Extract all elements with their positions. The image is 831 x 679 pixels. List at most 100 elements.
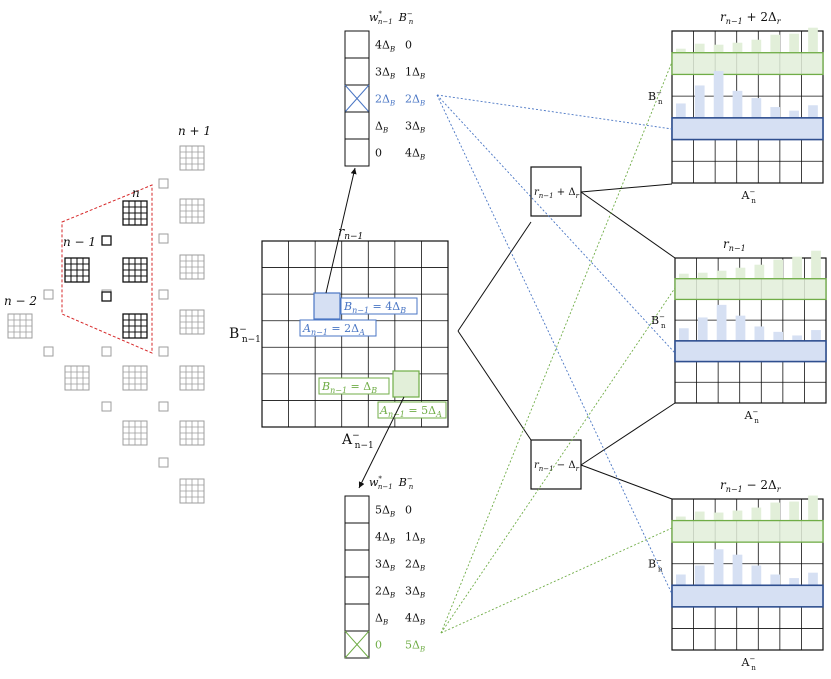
result-grid-title: rn−1 + 2Δr bbox=[720, 10, 782, 26]
green-row bbox=[671, 519, 824, 543]
label-n: n bbox=[132, 186, 140, 200]
blue-annot-b-text: Bn−1 = 4ΔB bbox=[343, 300, 406, 315]
green-bar bbox=[770, 502, 781, 521]
green-bar bbox=[811, 250, 821, 279]
green-annot-a-text: An−1 = 5ΔA bbox=[379, 404, 442, 419]
green-bar bbox=[773, 259, 784, 279]
lattice-grid bbox=[64, 365, 90, 391]
cross-mark bbox=[344, 630, 370, 659]
green-bar bbox=[789, 33, 799, 53]
edge-main-lower bbox=[457, 330, 532, 441]
green-annot-b-text: Bn−1 = ΔB bbox=[321, 380, 377, 395]
result-grid-ylabel: B−n bbox=[648, 89, 663, 106]
blue-bar bbox=[808, 105, 818, 118]
green-bar bbox=[789, 501, 799, 521]
blue-row bbox=[674, 340, 827, 363]
result-grid-xlabel: A−n bbox=[744, 408, 760, 425]
edge-upper-grid1 bbox=[580, 183, 673, 193]
main-grid-xlabel: A−n−1 bbox=[341, 431, 374, 451]
lattice-grid bbox=[179, 254, 205, 280]
weight-value: 4ΔB bbox=[375, 531, 395, 546]
blue-bar bbox=[694, 565, 705, 586]
lattice-grid bbox=[179, 198, 205, 224]
b-value: 2ΔB bbox=[405, 558, 425, 573]
green-bar bbox=[697, 272, 708, 279]
b-value: 1ΔB bbox=[405, 66, 425, 81]
arrow-to-top-table bbox=[325, 167, 357, 294]
green-row bbox=[674, 278, 827, 301]
table-cell bbox=[344, 549, 370, 578]
blue-bar bbox=[735, 315, 746, 341]
node-upper-label: rn−1 + Δr bbox=[534, 187, 580, 200]
b-value: 0 bbox=[405, 39, 412, 52]
cross-mark bbox=[344, 84, 370, 113]
table-cell bbox=[344, 603, 370, 632]
blue-annot-a-text: An−1 = 2ΔA bbox=[302, 322, 365, 337]
b-value: 4ΔB bbox=[405, 612, 425, 627]
lattice-node bbox=[158, 233, 169, 244]
green-bar bbox=[732, 42, 743, 53]
green-bar bbox=[792, 256, 802, 279]
blue-annot-b bbox=[340, 297, 418, 315]
highlight-region bbox=[61, 184, 153, 354]
blue-row bbox=[671, 584, 824, 608]
blue-bar bbox=[694, 85, 705, 118]
blue-row bbox=[671, 117, 824, 141]
blue-bar bbox=[770, 574, 781, 586]
blue-bar bbox=[789, 578, 799, 586]
blue-bar bbox=[713, 549, 724, 586]
result-grid-xlabel: A−n bbox=[741, 655, 757, 672]
edge-upper-grid2 bbox=[580, 191, 676, 259]
green-bar bbox=[676, 48, 686, 53]
table-cell bbox=[344, 138, 370, 167]
lattice-grid-active bbox=[64, 257, 90, 283]
blue-annot-a bbox=[299, 319, 377, 337]
green-bar bbox=[679, 273, 689, 279]
blue-bar bbox=[751, 565, 762, 586]
lattice-node-active bbox=[101, 291, 112, 302]
blue-bar bbox=[713, 71, 724, 118]
b-value: 5ΔB bbox=[405, 639, 425, 654]
node-lower bbox=[530, 439, 582, 490]
lattice-grid bbox=[122, 365, 148, 391]
weight-value: 4ΔB bbox=[375, 39, 395, 54]
weight-value: 0 bbox=[375, 639, 382, 652]
weight-value: 5ΔB bbox=[375, 504, 395, 519]
lattice-node bbox=[101, 401, 112, 412]
result-grid-title: rn−1 bbox=[723, 237, 746, 253]
selected-cell-blue bbox=[313, 292, 341, 320]
b-value: 0 bbox=[405, 504, 412, 517]
lattice-grid bbox=[179, 478, 205, 504]
weight-value: 2ΔB bbox=[375, 585, 395, 600]
green-row bbox=[671, 52, 824, 76]
blue-bar bbox=[732, 90, 743, 118]
blue-bar bbox=[732, 554, 743, 586]
lattice-grid bbox=[179, 145, 205, 171]
green-annot-a bbox=[377, 401, 447, 419]
lattice-node bbox=[43, 346, 54, 357]
blue-bar bbox=[676, 103, 686, 118]
b-value: 3ΔB bbox=[405, 120, 425, 135]
lattice-grid bbox=[179, 365, 205, 391]
b-value: 3ΔB bbox=[405, 585, 425, 600]
edge-lower-grid3 bbox=[580, 464, 673, 500]
blue-bar bbox=[716, 304, 727, 341]
green-bar bbox=[732, 510, 743, 521]
green-bar bbox=[694, 43, 705, 53]
blue-bar bbox=[679, 328, 689, 341]
table-cell bbox=[344, 30, 370, 59]
green-bar bbox=[716, 270, 727, 279]
label-n-minus-1: n − 1 bbox=[63, 235, 96, 249]
selected-cell-green bbox=[392, 370, 420, 398]
blue-bar bbox=[770, 107, 781, 118]
lattice-grid bbox=[7, 313, 33, 339]
b-value: 2ΔB bbox=[405, 93, 425, 108]
label-n-plus-1: n + 1 bbox=[178, 124, 211, 138]
main-grid-title: rn−1 bbox=[338, 225, 363, 242]
